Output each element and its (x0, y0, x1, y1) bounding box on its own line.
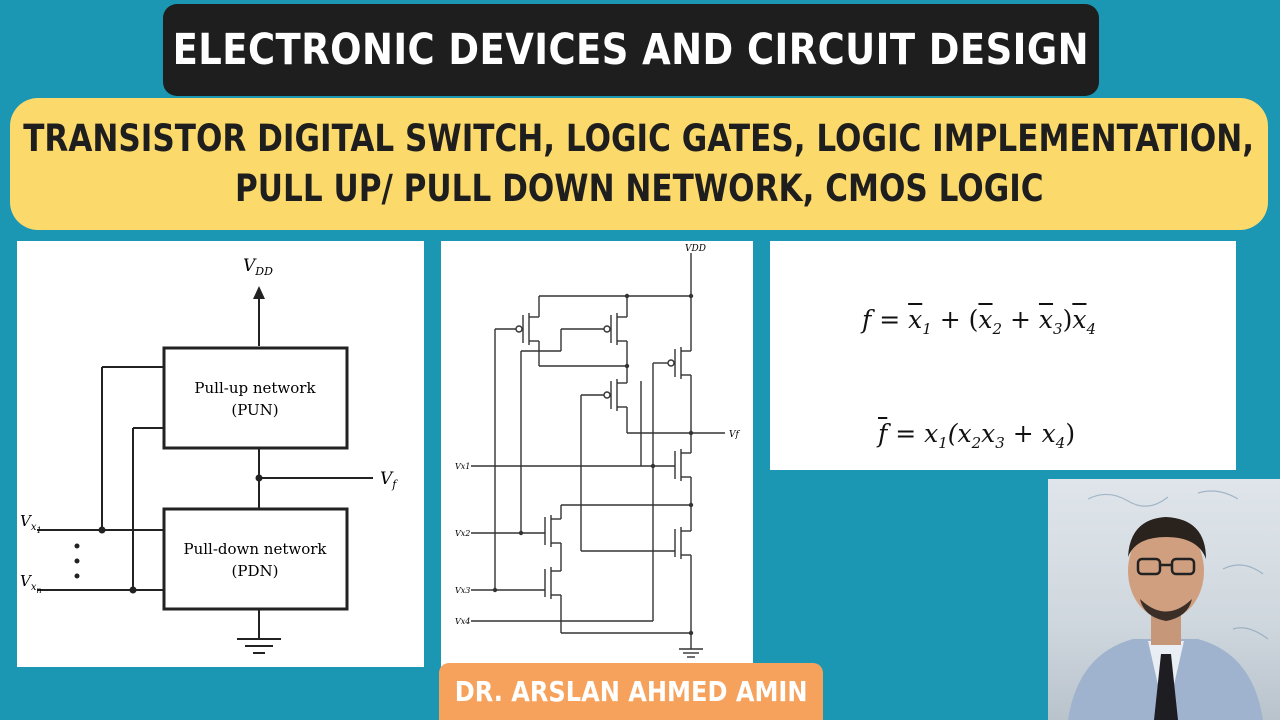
author-name: DR. ARSLAN AHMED AMIN (454, 675, 808, 708)
equation-f-complement: f = x1(x2x3 + x4) (878, 419, 1076, 452)
vx1-label: Vx1 (20, 512, 42, 535)
subtitle-line-2: PULL UP/ PULL DOWN NETWORK, CMOS LOGIC (234, 167, 1044, 210)
presenter-illustration (1068, 490, 1269, 720)
cmos-vdd-label: VDD (685, 244, 706, 254)
pun-abbrev: (PUN) (231, 401, 278, 419)
pun-pdn-diagram: VDD Pull-up network (PUN) Pull-down netw… (20, 256, 398, 654)
main-title: ELECTRONIC DEVICES AND CIRCUIT DESIGN (172, 25, 1090, 75)
equations-panel: f = x1 + (x2 + x3)x4 f = x1(x2x3 + x4) (770, 241, 1236, 470)
author-badge: DR. ARSLAN AHMED AMIN (439, 663, 823, 720)
cmos-circuit-diagram: VDD Vf Vx1 Vx2 Vx3 Vx4 (455, 244, 740, 658)
cmos-input-x2: Vx2 (455, 529, 470, 538)
pun-label: Pull-up network (194, 379, 316, 397)
presenter-photo (1048, 479, 1280, 720)
vxn-label: Vxn (20, 572, 42, 595)
cmos-input-x4: Vx4 (455, 617, 470, 626)
pdn-label: Pull-down network (183, 540, 327, 558)
cmos-vf-label: Vf (729, 430, 740, 440)
subtitle-banner: TRANSISTOR DIGITAL SWITCH, LOGIC GATES, … (10, 98, 1268, 230)
vdd-label: VDD (243, 256, 273, 278)
cmos-input-x1: Vx1 (455, 462, 470, 471)
vf-label: Vf (380, 469, 398, 491)
cmos-input-x3: Vx3 (455, 586, 470, 595)
cmos-circuit-panel: VDD Vf Vx1 Vx2 Vx3 Vx4 (441, 241, 753, 667)
equation-f: f = x1 + (x2 + x3)x4 (862, 305, 1096, 338)
title-banner: ELECTRONIC DEVICES AND CIRCUIT DESIGN (163, 4, 1099, 96)
subtitle-line-1: TRANSISTOR DIGITAL SWITCH, LOGIC GATES, … (23, 117, 1255, 160)
pdn-abbrev: (PDN) (232, 562, 279, 580)
block-diagram-panel: VDD Pull-up network (PUN) Pull-down netw… (17, 241, 424, 667)
